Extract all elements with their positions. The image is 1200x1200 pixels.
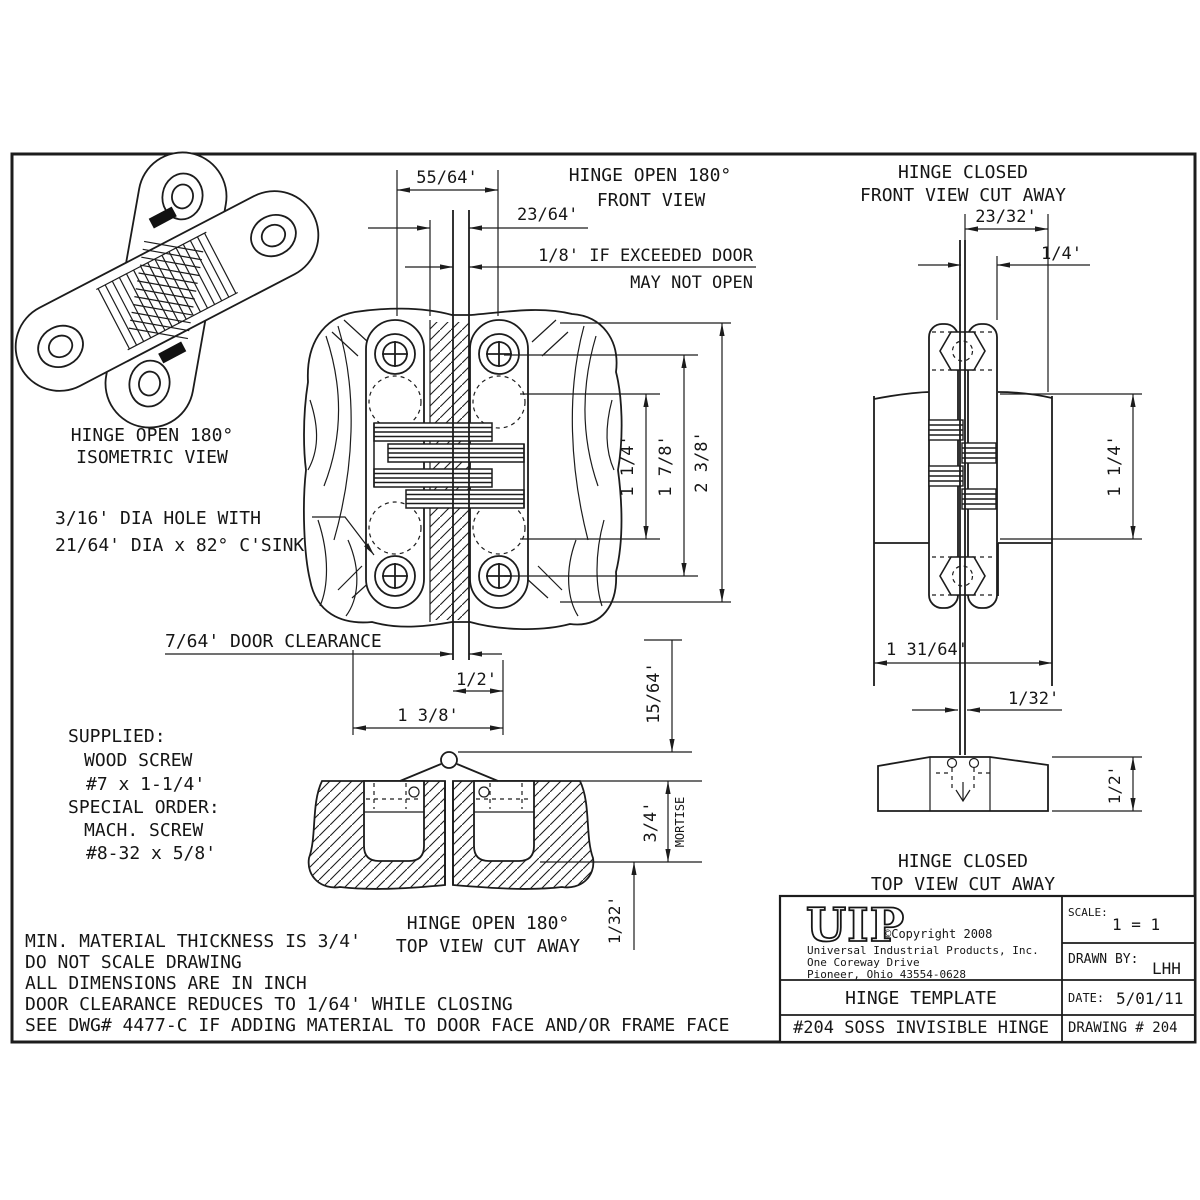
note-line-4: DOOR CLEARANCE REDUCES TO 1/64' WHILE CL… [25,994,513,1015]
doc-id: #204 SOSS INVISIBLE HINGE [793,1018,1049,1038]
dim-screw-span: 1 1/4' [618,435,638,496]
wood-grain [307,319,615,617]
company-address-1: One Coreway Drive [807,956,920,969]
drawn-by-label: DRAWN BY: [1068,952,1138,967]
supplied-line-1: SUPPLIED: [68,726,166,747]
hinge-leaf [365,319,425,609]
dim-closed-gap: 1/32' [1008,689,1059,709]
hinge-leaf [967,323,998,609]
front-closed-title-1: HINGE CLOSED [898,162,1028,183]
doc-title: HINGE TEMPLATE [845,988,997,1009]
supplied-line-4: SPECIAL ORDER: [68,797,220,818]
gap-warning-1: 1/8' IF EXCEEDED DOOR [538,246,754,266]
drawn-by-value: LHH [1152,959,1181,978]
spring-barrel [128,240,204,340]
dim-door-clearance: 7/64' DOOR CLEARANCE [165,631,382,652]
front-closed-view: HINGE CLOSED FRONT VIEW CUT AWAY 23/32' … [860,162,1142,755]
scale-label: SCALE: [1068,906,1108,919]
front-open-title-1: HINGE OPEN 180° [569,165,732,186]
hex-screws [932,331,994,596]
dim-protrusion: 15/64' [644,662,664,723]
supplied-line-3: #7 x 1-1/4' [86,774,205,795]
dim-mortise-width: 23/32' [975,207,1036,227]
note-line-3: ALL DIMENSIONS ARE IN INCH [25,973,307,994]
top-closed-view: 1/2' HINGE CLOSED TOP VIEW CUT AWAY [871,756,1142,895]
door-gap-lines [452,210,470,660]
door-gap-lines [444,781,454,885]
hinge-leaf [469,319,529,609]
dim-leaf-thickness: 1/4' [1041,244,1082,264]
front-closed-title-2: FRONT VIEW CUT AWAY [860,185,1066,206]
copyright-text: ©Copyright 2008 [884,927,992,941]
dim-half: 1/2' [456,670,497,690]
hole-callout-2: 21/64' DIA x 82° C'SINK [55,535,304,556]
dim-leaf-length: 1 7/8' [656,435,676,496]
top-closed-label-2: TOP VIEW CUT AWAY [871,874,1055,895]
supplied-line-2: WOOD SCREW [84,750,193,771]
countersink-holes [37,172,297,408]
company-name: Universal Industrial Products, Inc. [807,944,1039,957]
dim-body-height: 1 1/4' [1105,435,1125,496]
top-open-label-1: HINGE OPEN 180° [407,913,570,934]
leaf-slot-detail [158,341,187,364]
supplied-note: SUPPLIED: WOOD SCREW #7 x 1-1/4' SPECIAL… [68,726,220,864]
isometric-view: HINGE OPEN 180° ISOMETRIC VIEW [14,151,320,468]
iso-view-label-2: ISOMETRIC VIEW [76,447,228,468]
spring-pack [928,419,997,510]
dim-mortise-depth: 3/4' [641,802,661,843]
dim-leaf-offset: 23/64' [517,205,578,225]
top-open-view: 3/4' MORTISE 1/32' HINGE OPEN 180° TOP V… [307,751,702,957]
dim-body-length: 2 3/8' [692,431,712,492]
front-open-dimensions: 55/64' 23/64' 1/8' IF EXCEEDED DOOR MAY … [55,165,756,753]
top-closed-label-1: HINGE CLOSED [898,851,1028,872]
general-notes: MIN. MATERIAL THICKNESS IS 3/4' DO NOT S… [25,931,729,1036]
center-gap-lines [959,240,966,755]
drawing-number: DRAWING # 204 [1068,1020,1178,1036]
date-value: 5/01/11 [1116,989,1183,1008]
front-open-view [303,210,623,660]
dim-width-open: 55/64' [416,168,477,188]
note-line-5: SEE DWG# 4477-C IF ADDING MATERIAL TO DO… [25,1015,729,1036]
dim-closed-depth: 1/2' [1105,766,1124,805]
date-label: DATE: [1068,991,1104,1005]
mortise-pocket [363,780,425,862]
iso-view-label-1: HINGE OPEN 180° [71,425,234,446]
note-line-2: DO NOT SCALE DRAWING [25,952,242,973]
title-block: UIP ©Copyright 2008 Universal Industrial… [778,894,1197,1044]
supplied-line-5: MACH. SCREW [84,820,203,841]
pivot-detail [936,757,990,803]
leaf-slot-detail [148,206,177,229]
gap-warning-2: MAY NOT OPEN [630,273,753,293]
drawing-border [10,152,1197,1044]
dim-flush: 1/32' [605,896,624,944]
door-block [873,391,1053,686]
spring-barrel [96,231,238,351]
note-line-1: MIN. MATERIAL THICKNESS IS 3/4' [25,931,361,952]
front-open-title-2: FRONT VIEW [597,190,706,211]
uip-logo: UIP [806,898,905,952]
dim-overall-length: 1 31/64' [886,640,968,660]
supplied-line-6: #8-32 x 5/8' [86,843,216,864]
dim-unit-width: 1 3/8' [397,706,458,726]
hole-callout-1: 3/16' DIA HOLE WITH [55,508,261,529]
scale-value: 1 = 1 [1112,915,1160,934]
spring-pack [373,422,525,509]
company-address-2: Pioneer, Ohio 43554-0628 [807,968,966,981]
hidden-hinge-detail [364,783,534,813]
top-open-label-2: TOP VIEW CUT AWAY [396,936,580,957]
screw-icons [374,333,520,597]
knuckle-linkage [399,751,499,782]
mortise-pocket [473,780,535,862]
mortise-label: MORTISE [673,797,687,848]
